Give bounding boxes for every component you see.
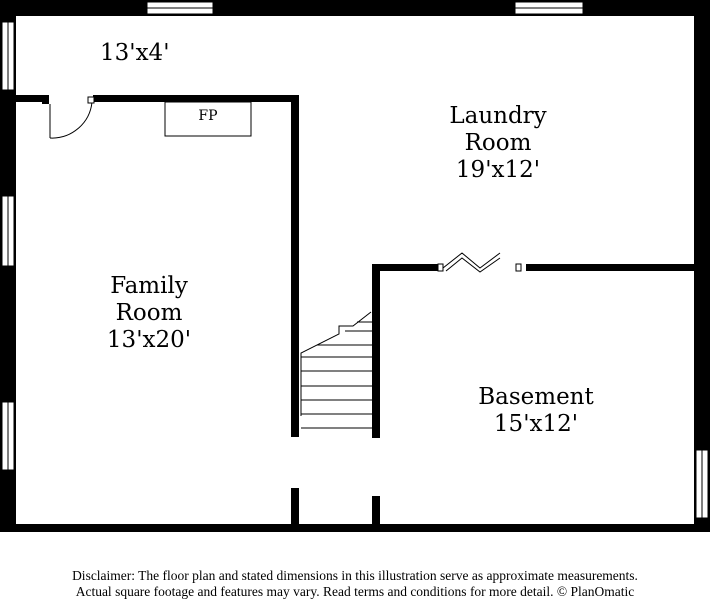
door-family-room	[49, 96, 95, 139]
family-room-dimensions: 13'x20'	[106, 327, 192, 353]
laundry-room-label: Laundry Room 19'x12'	[418, 103, 578, 184]
fireplace	[164, 101, 252, 137]
basement-dimensions: 15'x12'	[493, 411, 579, 437]
disclaimer: Disclaimer: The floor plan and stated di…	[0, 568, 710, 600]
hall-room-dimensions: 13'x4'	[100, 40, 170, 66]
family-room-label: Family Room 13'x20'	[74, 273, 224, 354]
disclaimer-line1: Disclaimer: The floor plan and stated di…	[72, 568, 638, 583]
window-top-left	[146, 1, 214, 15]
floor-plan	[0, 0, 710, 532]
basement-name: Basement	[478, 384, 594, 410]
laundry-room-name-line1: Laundry	[449, 103, 547, 129]
disclaimer-line2: Actual square footage and features may v…	[75, 584, 635, 599]
family-room-name-line1: Family	[110, 273, 188, 299]
hall-room-label: 13'x4'	[100, 40, 170, 67]
fireplace-label: FP	[198, 108, 218, 124]
window-left-middle	[1, 195, 15, 267]
bifold-door-basement	[437, 252, 522, 273]
basement-label: Basement 15'x12'	[455, 384, 617, 438]
window-left-bottom	[1, 401, 15, 471]
laundry-room-dimensions: 19'x12'	[455, 157, 541, 183]
windows	[1, 1, 709, 519]
family-room-name-line2: Room	[115, 300, 183, 326]
window-top-right	[514, 1, 584, 15]
laundry-room-name-line2: Room	[464, 130, 532, 156]
window-left-top	[1, 21, 15, 91]
interior-walls	[14, 95, 696, 528]
stairs	[300, 311, 372, 429]
window-right-bottom	[695, 449, 709, 519]
